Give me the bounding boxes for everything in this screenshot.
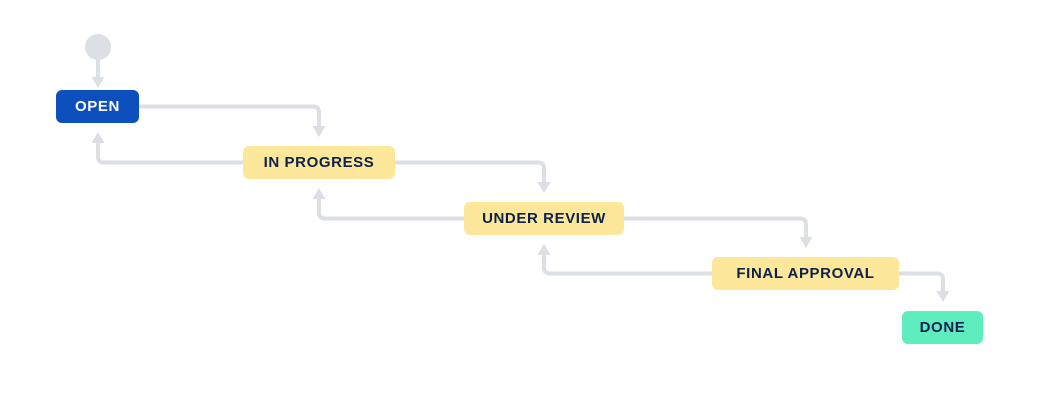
start-node-circle [85,34,111,60]
status-node-done[interactable]: DONE [902,311,983,344]
arrowhead-in-progress-to-under-review [537,182,551,193]
connector-under-review-to-in-progress [317,198,464,221]
arrowhead-start-to-open [91,77,105,88]
arrowhead-open-to-in-progress [312,126,326,137]
arrowhead-under-review-to-final-approval [799,237,813,248]
status-node-label: FINAL APPROVAL [736,265,875,282]
status-node-open[interactable]: OPEN [56,90,139,123]
connector-in-progress-to-open [96,142,243,165]
status-node-in-progress[interactable]: IN PROGRESS [243,146,395,179]
status-node-final-approval[interactable]: FINAL APPROVAL [712,257,899,290]
connector-open-to-in-progress [139,104,321,127]
arrowhead-final-approval-to-done [936,291,950,302]
status-node-label: DONE [919,319,966,336]
connector-under-review-to-final-approval [624,216,808,238]
connector-final-approval-to-under-review [542,254,712,276]
arrowhead-in-progress-to-open [91,132,105,143]
status-node-label: UNDER REVIEW [482,210,606,227]
arrowhead-final-approval-to-under-review [537,244,551,255]
status-node-label: OPEN [75,98,120,115]
connector-in-progress-to-under-review [395,160,546,183]
connector-final-approval-to-done [899,271,945,292]
arrowhead-under-review-to-in-progress [312,188,326,199]
status-node-under-review[interactable]: UNDER REVIEW [464,202,624,235]
status-node-label: IN PROGRESS [263,154,375,171]
